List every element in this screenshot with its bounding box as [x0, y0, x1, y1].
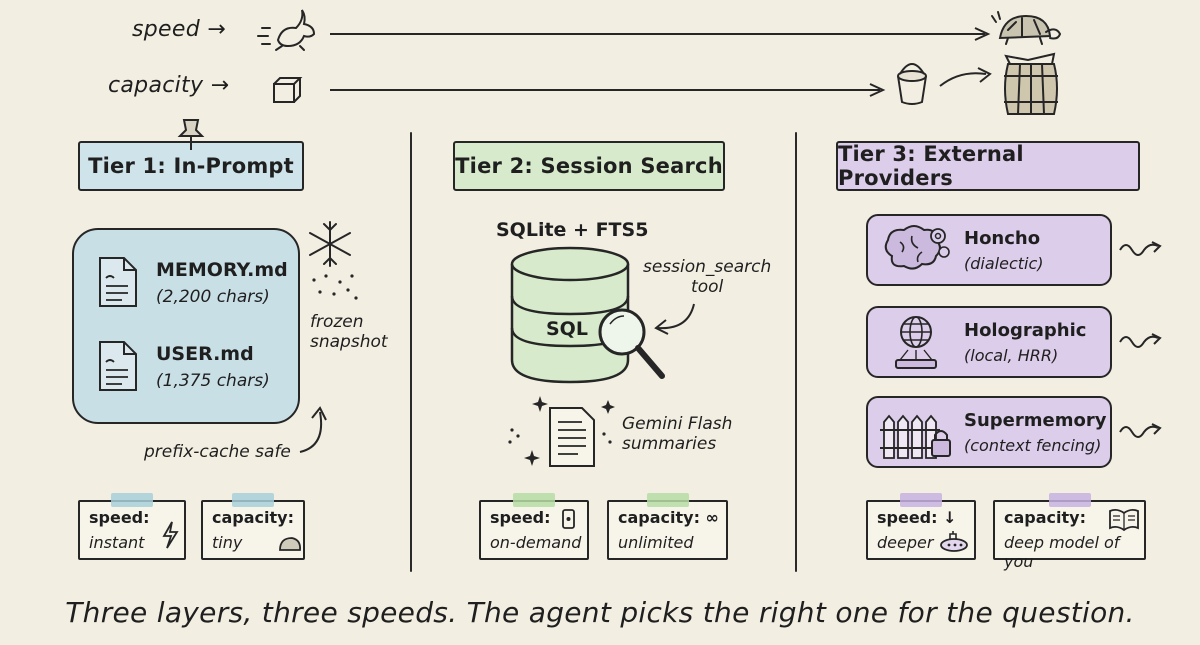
tier2-capacity-note: capacity: ∞ unlimited [607, 493, 728, 560]
tier1-speed-key: speed: [89, 508, 150, 527]
user-file-name: USER.md [156, 343, 254, 365]
rabbit-icon [257, 9, 316, 51]
tier2-capacity-value: unlimited [618, 533, 694, 552]
tier1-title: Tier 1: In-Prompt [78, 141, 304, 191]
bucket-icon [897, 63, 927, 105]
speed-axis-label: speed → [132, 17, 226, 42]
tier2-title: Tier 2: Session Search [453, 141, 725, 191]
lightning-icon [162, 521, 179, 549]
gemini-summaries-note: Gemini Flash summaries [622, 414, 733, 455]
document-icon [99, 341, 137, 391]
prefix-cache-note: prefix-cache safe [144, 442, 291, 462]
squiggle-arrow-icon [1119, 241, 1162, 438]
axis-graphics [257, 9, 1062, 115]
bottom-caption: Three layers, three speeds. The agent pi… [65, 596, 1135, 629]
tier1-speed-note: speed: instant [78, 493, 186, 560]
session-search-tool-note: session_search tool [643, 257, 772, 298]
tier1-speed-value: instant [89, 533, 145, 552]
globe-projector-icon [895, 316, 937, 369]
memory-file-size: (2,200 chars) [156, 287, 270, 307]
pushpin-icon [177, 119, 205, 150]
document-icon [99, 257, 137, 307]
capacity-axis-label: capacity → [108, 73, 230, 98]
user-file-size: (1,375 chars) [156, 371, 270, 391]
submarine-icon [940, 531, 968, 552]
snowflake-icon [309, 221, 358, 300]
tier2-capacity-key: capacity: ∞ [618, 508, 719, 527]
tier2-speed-key: speed: [490, 508, 551, 527]
provider-holographic-detail: (local, HRR) [964, 346, 1059, 365]
fence-lock-icon [880, 414, 951, 459]
provider-holographic: Holographic (local, HRR) [866, 306, 1112, 378]
phone-icon [562, 509, 575, 529]
book-icon [1109, 508, 1139, 532]
db-text: SQL [546, 318, 588, 340]
provider-supermemory-name: Supermemory [964, 410, 1107, 431]
turtle-icon [991, 11, 1062, 45]
tier3-speed-note: speed: ↓ deeper [866, 493, 976, 560]
tier1-capacity-value: tiny [212, 533, 243, 552]
provider-supermemory: Supermemory (context fencing) [866, 396, 1112, 468]
tier3-speed-key: speed: ↓ [877, 508, 957, 527]
provider-holographic-name: Holographic [964, 320, 1087, 341]
pebble-icon [279, 537, 301, 551]
divider-left [410, 132, 412, 572]
tier1-capacity-key: capacity: [212, 508, 294, 527]
frozen-snapshot-note: frozen snapshot [310, 312, 388, 353]
divider-right [795, 132, 797, 572]
curved-arrow-icon [654, 303, 695, 335]
provider-honcho-name: Honcho [964, 228, 1041, 249]
summary-document-icon [508, 396, 615, 467]
database-icon [510, 246, 630, 384]
provider-honcho-detail: (dialectic) [964, 254, 1044, 273]
tier2-speed-note: speed: on-demand [479, 493, 589, 560]
tier3-capacity-key: capacity: [1004, 508, 1086, 527]
provider-supermemory-detail: (context fencing) [964, 436, 1102, 455]
tier3-capacity-note: capacity: deep model of you [993, 493, 1146, 571]
tier1-capacity-note: capacity: tiny [201, 493, 305, 560]
magnifier-icon [598, 308, 665, 379]
tier3-title: Tier 3: External Providers [836, 141, 1140, 191]
small-box-icon [273, 77, 303, 103]
brain-gear-icon [884, 225, 950, 270]
barrel-icon [1004, 52, 1058, 115]
curved-arrow-icon [299, 406, 327, 453]
memory-file-name: MEMORY.md [156, 259, 288, 281]
tier3-capacity-value: deep model of you [1004, 533, 1120, 571]
provider-honcho: Honcho (dialectic) [866, 214, 1112, 286]
db-label: SQLite + FTS5 [496, 219, 649, 241]
tier3-speed-value: deeper [877, 533, 934, 552]
tier2-speed-value: on-demand [490, 533, 582, 552]
